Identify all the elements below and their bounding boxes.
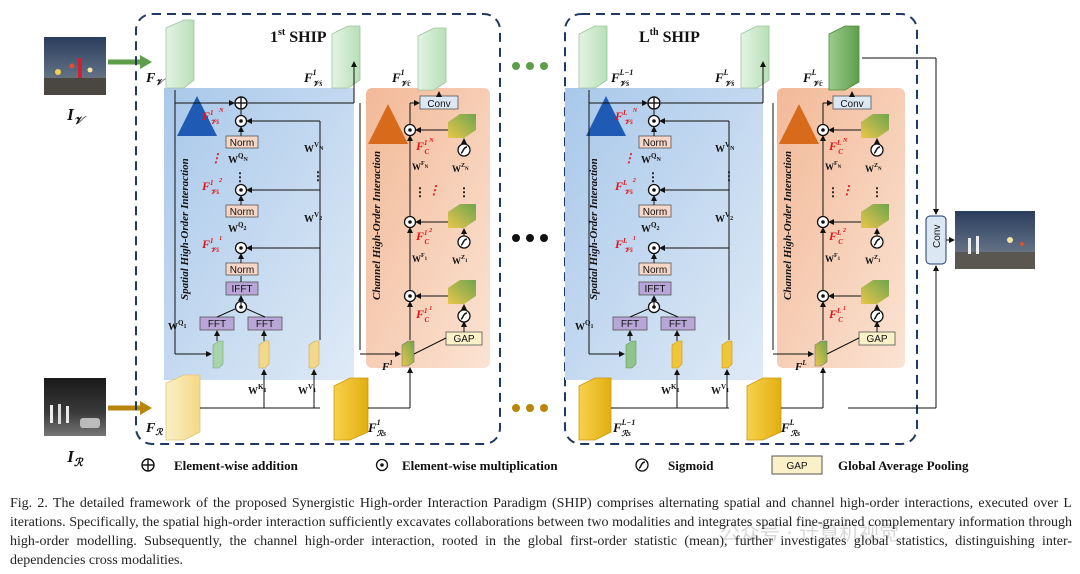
ellipsis-middle xyxy=(512,234,548,242)
norm-text: Norm xyxy=(230,207,254,218)
svg-text:⋮: ⋮ xyxy=(458,185,470,199)
svg-text:WF1: WF1 xyxy=(412,253,428,264)
gap-text: GAP xyxy=(866,334,887,345)
final-conv-text: Conv xyxy=(932,225,943,248)
svg-text:WFN: WFN xyxy=(412,161,429,172)
svg-text:FL−1𝒱s: FL−1𝒱s xyxy=(610,68,633,88)
svg-text:WQN: WQN xyxy=(228,152,248,166)
norm-text: Norm xyxy=(230,138,254,149)
norm-box xyxy=(225,135,259,149)
norm-text: Norm xyxy=(643,265,667,276)
figure-caption: Fig. 2. The detailed framework of the pr… xyxy=(10,496,1072,568)
ifft-text: IFFT xyxy=(644,284,665,295)
svg-text:⋮: ⋮ xyxy=(428,183,440,197)
svg-text:F1: F1 xyxy=(381,359,393,373)
svg-text:WZ1: WZ1 xyxy=(865,255,881,266)
module-1-title: 1st SHIP xyxy=(270,27,327,46)
norm-text: Norm xyxy=(230,265,254,276)
svg-text:WF1: WF1 xyxy=(825,253,841,264)
output-image xyxy=(955,211,1035,269)
svg-text:⋮: ⋮ xyxy=(647,170,659,184)
fr-block xyxy=(165,374,201,441)
legend-gap-box: GAP xyxy=(786,461,807,472)
fr-label: Fℛ xyxy=(145,421,163,437)
svg-text:⋮: ⋮ xyxy=(312,169,324,183)
svg-text:WZN: WZN xyxy=(452,163,469,174)
fft-text: FFT xyxy=(208,319,226,330)
fft-text: FFT xyxy=(621,319,639,330)
svg-text:WV1: WV1 xyxy=(298,383,316,397)
svg-text:⋮: ⋮ xyxy=(234,170,246,184)
spatial-label-1: Spatial High-Order Interaction xyxy=(179,158,191,300)
fv-label: F𝒱 xyxy=(145,71,166,87)
svg-text:⋮: ⋮ xyxy=(723,169,735,183)
svg-text:⋮: ⋮ xyxy=(210,151,222,165)
ifft-text: IFFT xyxy=(231,284,252,295)
conv-text: Conv xyxy=(427,99,450,110)
spatial-panel-1 xyxy=(164,88,354,380)
ellipsis-top xyxy=(512,62,548,70)
svg-text:WQN: WQN xyxy=(641,152,661,166)
svg-text:⋮: ⋮ xyxy=(414,185,426,199)
ship-module-l: Lth SHIP Spatial High-Order Interaction … xyxy=(564,13,918,445)
legend-addition: Element-wise addition xyxy=(174,458,299,473)
svg-text:FL−1ℛs: FL−1ℛs xyxy=(612,418,635,438)
legend: Element-wise addition Element-wise multi… xyxy=(141,455,969,475)
module-l-title: Lth SHIP xyxy=(639,27,700,46)
spatial-label-l: Spatial High-Order Interaction xyxy=(588,158,600,300)
fv-block xyxy=(165,19,195,89)
norm-text: Norm xyxy=(643,207,667,218)
fft-text: FFT xyxy=(256,319,274,330)
svg-text:⋮: ⋮ xyxy=(827,185,839,199)
svg-text:⋮: ⋮ xyxy=(623,151,635,165)
infrared-input-label: Iℛ xyxy=(66,447,84,469)
gap-text: GAP xyxy=(453,334,474,345)
svg-text:WZ1: WZ1 xyxy=(452,255,468,266)
legend-sigmoid: Sigmoid xyxy=(668,458,714,473)
svg-text:FL: FL xyxy=(794,359,807,373)
ship-module-1: 1st SHIP Spatial High-Order Interaction … xyxy=(135,13,501,445)
svg-text:⋮: ⋮ xyxy=(871,185,883,199)
module-1-frame xyxy=(135,13,501,445)
visible-input-label: I𝒱 xyxy=(66,105,87,127)
legend-multiplication: Element-wise multiplication xyxy=(402,458,558,473)
ellipsis-bottom xyxy=(512,404,548,412)
channel-label-l: Channel High-Order Interaction xyxy=(782,151,794,300)
svg-text:WFN: WFN xyxy=(825,161,842,172)
svg-text:⋮: ⋮ xyxy=(841,183,853,197)
watermark: 公众号 · 计算机视觉 xyxy=(720,521,899,545)
conv-text: Conv xyxy=(840,99,863,110)
svg-text:WV1: WV1 xyxy=(711,383,729,397)
channel-label-1: Channel High-Order Interaction xyxy=(371,151,383,300)
legend-gap-text: Global Average Pooling xyxy=(838,458,969,473)
fft-text: FFT xyxy=(669,319,687,330)
svg-text:WVN: WVN xyxy=(715,141,735,155)
norm-text: Norm xyxy=(643,138,667,149)
svg-text:WVN: WVN xyxy=(304,141,324,155)
infrared-image xyxy=(44,378,106,436)
svg-text:WZN: WZN xyxy=(865,163,882,174)
visible-image xyxy=(44,37,106,95)
